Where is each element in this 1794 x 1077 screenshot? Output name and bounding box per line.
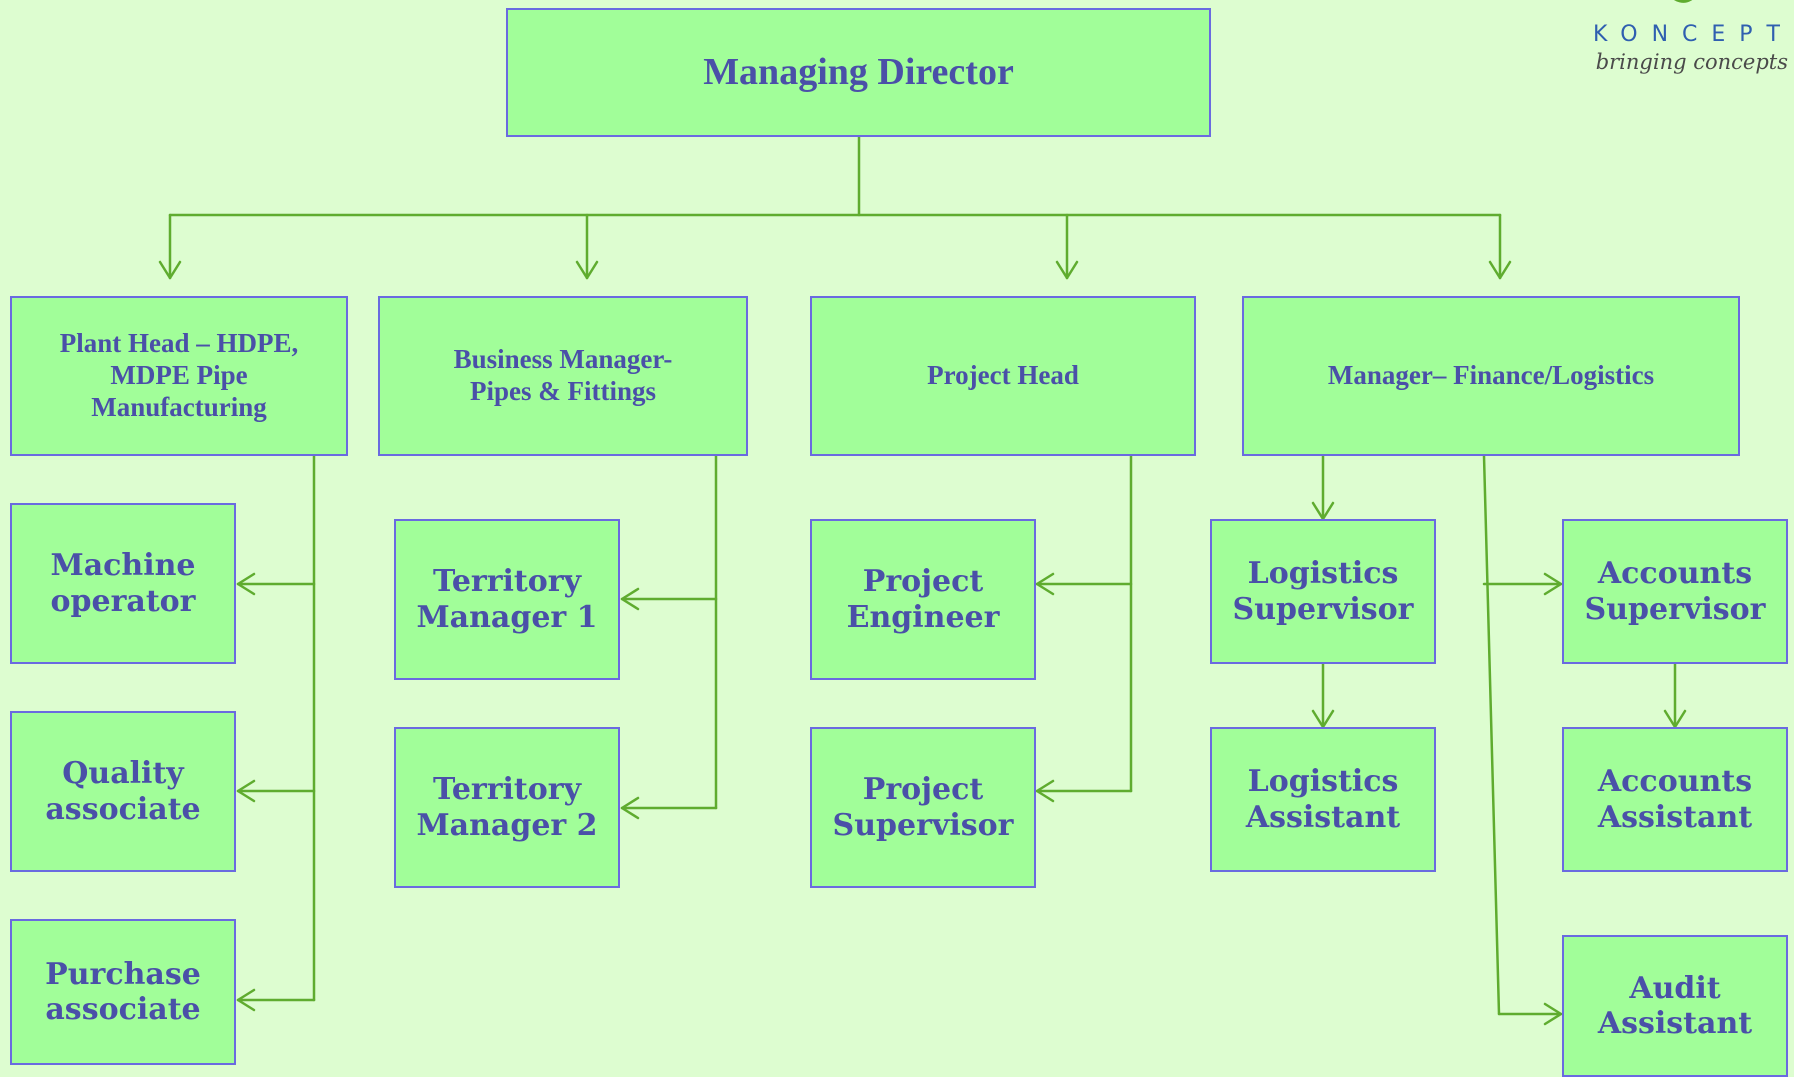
node-project-head: Project Head: [810, 296, 1196, 456]
logo-name: KONCEPT: [1593, 22, 1794, 47]
arrowhead-audit-assistant: [1543, 1002, 1563, 1026]
arrowhead-machine-operator: [236, 572, 256, 596]
arrowhead-territory-2: [620, 796, 640, 820]
node-accounts-supervisor: Accounts Supervisor: [1562, 519, 1788, 664]
logo-swoosh-icon: [1674, 0, 1692, 3]
node-plant-head: Plant Head – HDPE, MDPE Pipe Manufacturi…: [10, 296, 348, 456]
node-label: Manager– Finance/Logistics: [1327, 360, 1655, 391]
node-machine-operator: Machine operator: [10, 503, 236, 664]
node-label: Plant Head – HDPE, MDPE Pipe Manufacturi…: [59, 328, 299, 422]
node-purchase-associate: Purchase associate: [10, 919, 236, 1065]
node-label: Quality associate: [45, 756, 201, 827]
arrowhead-quality-associate: [236, 779, 256, 803]
arrowhead-plant: [158, 260, 182, 280]
node-label: Purchase associate: [45, 956, 201, 1027]
arrowhead-finance: [1488, 260, 1512, 280]
node-project-engineer: Project Engineer: [810, 519, 1036, 680]
node-label: Business Manager- Pipes & Fittings: [453, 344, 673, 406]
logo-tagline: bringing concepts: [1595, 50, 1788, 74]
node-audit-assistant: Audit Assistant: [1562, 935, 1788, 1077]
node-label: Machine operator: [50, 548, 196, 619]
node-label: Accounts Supervisor: [1584, 556, 1766, 627]
node-accounts-assistant: Accounts Assistant: [1562, 727, 1788, 872]
node-logistics-supervisor: Logistics Supervisor: [1210, 519, 1436, 664]
node-managing-director: Managing Director: [506, 8, 1211, 137]
node-logistics-assistant: Logistics Assistant: [1210, 727, 1436, 872]
connector-finance-accounts: [1482, 454, 1501, 1016]
node-label: Project Head: [927, 360, 1079, 391]
node-quality-associate: Quality associate: [10, 711, 236, 872]
arrowhead-accounts-supervisor: [1543, 572, 1563, 596]
node-territory-manager-2: Territory Manager 2: [394, 727, 620, 888]
node-business-manager: Business Manager- Pipes & Fittings: [378, 296, 748, 456]
node-label: Project Supervisor: [832, 772, 1014, 843]
node-label: Managing Director: [703, 51, 1014, 94]
arrowhead-territory-1: [620, 587, 640, 611]
arrowhead-project: [1055, 260, 1079, 280]
node-label: Logistics Assistant: [1245, 764, 1401, 835]
arrowhead-project-supervisor: [1035, 779, 1055, 803]
node-project-supervisor: Project Supervisor: [810, 727, 1036, 888]
node-label: Project Engineer: [846, 564, 1000, 635]
koncept-logo: KONCEPT bringing concepts: [1544, 0, 1794, 90]
node-label: Logistics Supervisor: [1232, 556, 1414, 627]
node-label: Audit Assistant: [1597, 970, 1753, 1041]
node-label: Territory Manager 1: [416, 564, 598, 635]
node-label: Territory Manager 2: [416, 772, 598, 843]
node-territory-manager-1: Territory Manager 1: [394, 519, 620, 680]
arrowhead-business: [575, 260, 599, 280]
arrowhead-project-engineer: [1035, 572, 1055, 596]
node-label: Accounts Assistant: [1597, 764, 1753, 835]
node-manager-finance-logistics: Manager– Finance/Logistics: [1242, 296, 1740, 456]
arrowhead-purchase-associate: [236, 988, 256, 1012]
